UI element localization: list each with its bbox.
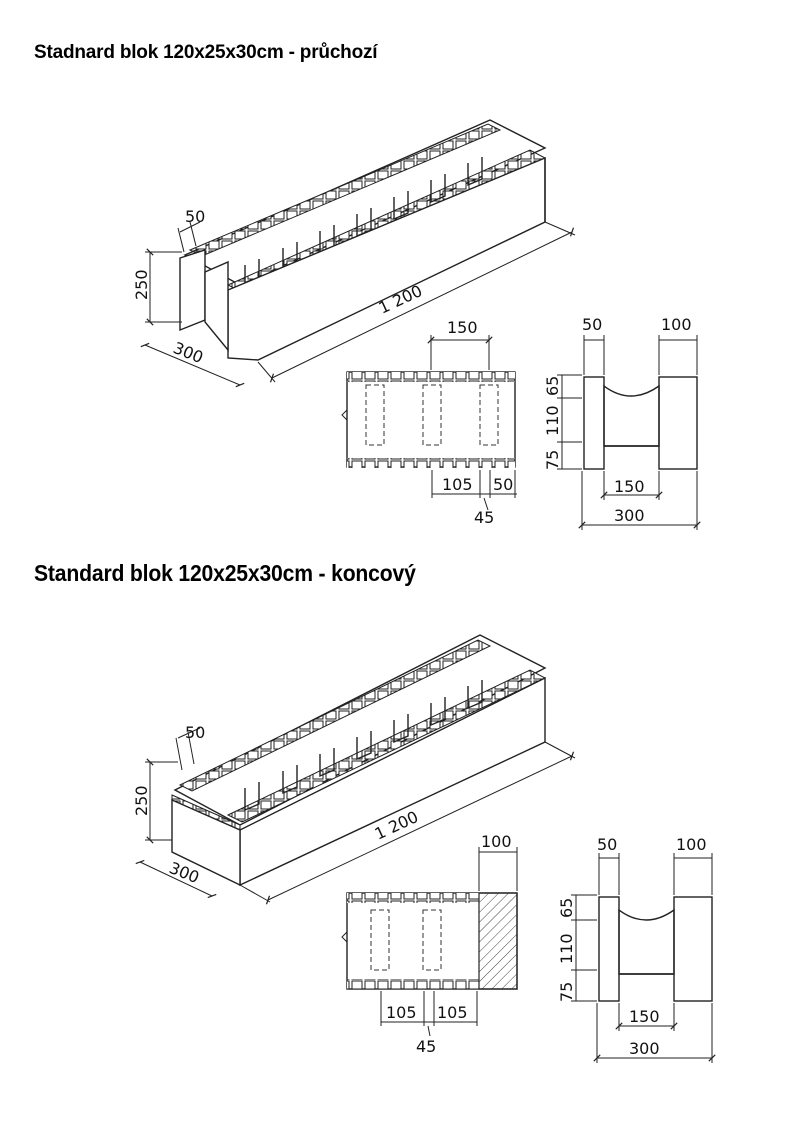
- plan-view-end: 100 105 105 45: [341, 832, 518, 1056]
- section-side-bottom-label: 75: [543, 450, 562, 470]
- iso-depth-label: 300: [171, 338, 206, 367]
- section-bottom-total-label-end: 300: [629, 1039, 660, 1058]
- plan-bottom-a-label-end: 105: [386, 1003, 417, 1022]
- plan-bottom-b-label-end: 105: [437, 1003, 468, 1022]
- isometric-view-end: 50 250 300 1 200: [132, 634, 576, 905]
- iso-width-label-end: 50: [185, 723, 205, 742]
- section-side-top-label-end: 65: [557, 898, 576, 918]
- section-bottom-total-label: 300: [614, 506, 645, 525]
- section-top-left-label-end: 50: [597, 835, 617, 854]
- section-side-top-label: 65: [543, 376, 562, 396]
- end-block-drawing: 50 250 300 1 200 100 105 105 45: [132, 634, 716, 1063]
- isometric-view: 50 250 300 1 200: [132, 119, 576, 388]
- section-side-mid-label-end: 110: [557, 933, 576, 964]
- plan-top-label: 150: [447, 318, 478, 337]
- section-top-right-label: 100: [661, 315, 692, 334]
- plan-bottom-a-label: 105: [442, 475, 473, 494]
- section-bottom-inner-label: 150: [614, 477, 645, 496]
- iso-width-label: 50: [185, 207, 205, 226]
- plan-top-label-end: 100: [481, 832, 512, 851]
- section-side-bottom-label-end: 75: [557, 982, 576, 1002]
- plan-bottom-c-label: 45: [474, 508, 494, 527]
- iso-height-label-end: 250: [132, 785, 151, 816]
- block-title-end: Standard blok 120x25x30cm - koncový: [34, 560, 416, 586]
- iso-height-label: 250: [132, 269, 151, 300]
- plan-view: 150 105 50 45: [341, 318, 517, 527]
- section-top-right-label-end: 100: [676, 835, 707, 854]
- section-top-left-label: 50: [582, 315, 602, 334]
- plan-bottom-b-label: 50: [493, 475, 513, 494]
- block-title-passthrough: Stadnard blok 120x25x30cm - průchozí: [34, 42, 378, 63]
- section-bottom-inner-label-end: 150: [629, 1007, 660, 1026]
- passthrough-block-drawing: 50 250 300 1 200 150 105 50: [132, 119, 701, 530]
- cross-section-view: 50 100 65 110 75 150 300: [543, 315, 701, 530]
- section-side-mid-label: 110: [543, 405, 562, 436]
- cross-section-view-end: 50 100 65 110 75 150 300: [557, 835, 716, 1063]
- plan-bottom-c-label-end: 45: [416, 1037, 436, 1056]
